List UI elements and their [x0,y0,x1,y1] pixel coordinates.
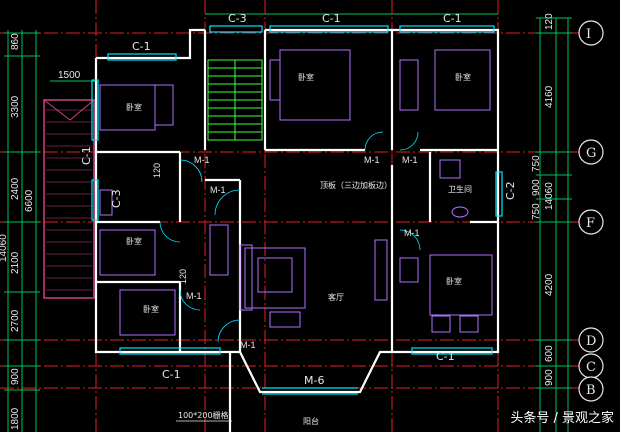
window-label-c1-bottom-right: C-1 [436,350,455,363]
left-terrace-hatch [42,99,96,299]
door-label-m1-a: M-1 [194,155,210,165]
door-label-m1-g: M-1 [240,340,256,350]
room-label-bedroom-top-right: 卧室 [455,72,471,82]
small-label-120b: 120 [178,269,188,284]
room-label-bedroom-left-lower: 卧室 [143,304,159,314]
furniture [99,49,493,336]
room-label-bedroom-left-upper: 卧室 [126,102,142,112]
corridor-note: 顶板（三边加板边） [320,180,392,190]
room-label-living-room: 客厅 [328,292,344,302]
door-label-m1-c: M-1 [402,155,418,165]
window-label-c1-top-right: C-1 [443,12,462,25]
dim-left-2400: 2400 [10,177,21,200]
windows-graphics [91,25,503,395]
dim-right-14060: 14060 [544,182,555,210]
window-label-c1-left-upper: C-1 [80,146,93,165]
axis-lines [0,0,580,432]
dim-right-600: 600 [544,345,555,362]
room-label-balcony: 阳台 [303,416,319,426]
dim-right-4200: 4200 [544,273,555,296]
grille-note: 100*200栅格 [178,410,229,420]
dim-left-900: 900 [10,368,21,385]
door-label-m1-d: M-1 [210,185,226,195]
dim-right-900b: 900 [544,369,555,386]
room-label-bathroom: 卫生间 [448,184,472,194]
dim-right-120: 120 [544,13,555,30]
axis-label-b: B [586,383,596,398]
dim-left-1800: 1800 [10,407,21,430]
staircase [207,59,263,141]
watermark: 头条号 / 景观之家 [510,411,614,426]
dim-left-3300: 3300 [10,95,21,118]
door-label-m1-b: M-1 [364,155,380,165]
dim-right-750b: 750 [531,203,542,220]
dim-left-6600: 6600 [24,189,35,212]
window-label-c1-bottom-left: C-1 [162,368,181,381]
axis-label-c: C [586,360,596,375]
dim-left-14060: 14060 [0,234,9,262]
window-label-c3-top: C-3 [228,12,247,25]
dim-left-1500: 1500 [58,70,81,81]
door-label-m1-f: M-1 [186,291,202,301]
door-label-m6: M-6 [304,374,324,387]
window-label-c2-right: C-2 [504,181,517,200]
room-label-bedroom-right-lower: 卧室 [446,276,462,286]
window-label-c1-top-mid: C-1 [322,12,341,25]
axis-label-f: F [586,216,595,231]
axis-bubbles [578,20,604,402]
dimension-lines [4,13,572,432]
axis-label-i: I [586,27,591,42]
door-label-m1-e: M-1 [404,228,420,238]
window-label-c1-top-left: C-1 [132,40,151,53]
dim-left-2700: 2700 [10,309,21,332]
walls [94,28,500,432]
dim-left-860: 860 [10,33,21,50]
window-label-c3-left: C-3 [110,189,123,208]
dim-right-750a: 750 [531,155,542,172]
small-label-120: 120 [152,163,162,178]
axis-label-g: G [586,146,596,161]
dim-right-900: 900 [531,179,542,196]
door-swings [159,131,421,343]
room-label-bedroom-left-mid: 卧室 [126,236,142,246]
dim-right-4160: 4160 [544,85,555,108]
axis-label-d: D [586,334,596,349]
room-label-bedroom-top-mid: 卧室 [298,72,314,82]
dim-left-2100: 2100 [10,251,21,274]
